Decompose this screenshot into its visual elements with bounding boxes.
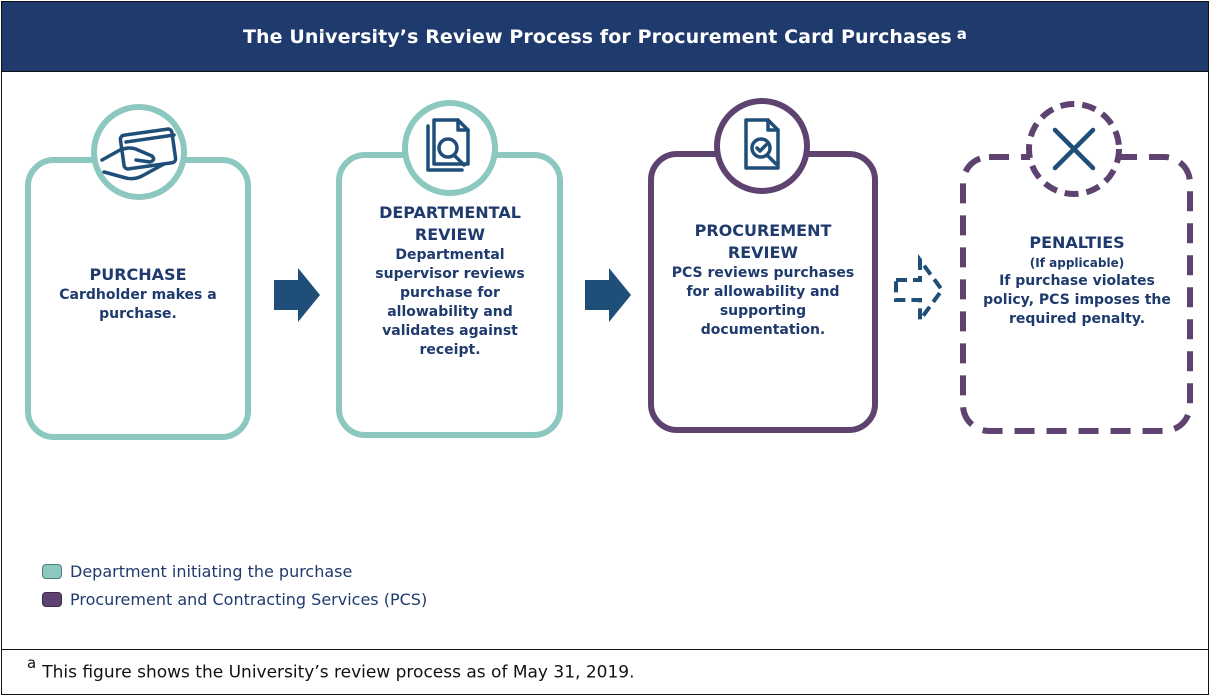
- penalties-step-title: PENALTIES: [1029, 233, 1125, 252]
- card-hand-icon: [100, 127, 178, 181]
- figure-title: The University’s Review Process for Proc…: [2, 2, 1208, 72]
- x-icon: [1052, 127, 1096, 171]
- penalties-step-subtitle: (If applicable): [1029, 256, 1125, 270]
- departmental-review-step-title: DEPARTMENTAL REVIEW: [379, 203, 521, 244]
- arrow-procurement-to-penalties: [894, 253, 945, 327]
- footnote-mark: a: [27, 654, 37, 672]
- procurement-review-icon-circle: [714, 98, 810, 194]
- footnote: a This figure shows the University’s revi…: [27, 654, 635, 683]
- document-magnifier-icon: [426, 118, 470, 172]
- footnote-text: This figure shows the University’s revie…: [42, 662, 635, 683]
- departmental-review-step-text: DEPARTMENTAL REVIEW Departmental supervi…: [354, 202, 546, 360]
- document-check-icon: [744, 118, 780, 170]
- figure-title-footnote-mark: a: [956, 24, 968, 43]
- departmental-review-step-body: Departmental supervisor reviews purchase…: [375, 247, 525, 358]
- figure-title-text: The University’s Review Process for Proc…: [242, 25, 952, 48]
- arrow-departmental-to-procurement: [585, 268, 631, 322]
- legend-label-pcs: Procurement and Contracting Services (PC…: [70, 590, 428, 609]
- legend-label-department: Department initiating the purchase: [70, 562, 353, 581]
- purchase-step-text: PURCHASE Cardholder makes a purchase.: [42, 264, 234, 324]
- penalties-step-body: If purchase violates policy, PCS imposes…: [983, 273, 1171, 327]
- footnote-divider: [2, 649, 1208, 650]
- legend-swatch-purple: [42, 592, 62, 607]
- departmental-review-icon-circle: [402, 100, 498, 196]
- arrow-purchase-to-departmental: [274, 268, 320, 322]
- purchase-step-body: Cardholder makes a purchase.: [59, 287, 217, 322]
- penalties-box: [960, 154, 1193, 434]
- penalties-step-text: PENALTIES (If applicable) If purchase vi…: [977, 232, 1177, 329]
- procurement-review-step-text: PROCUREMENT REVIEW PCS reviews purchases…: [664, 220, 862, 340]
- legend-item-department: Department initiating the purchase: [42, 562, 352, 581]
- procurement-review-step-body: PCS reviews purchases for allowability a…: [671, 265, 855, 338]
- legend-swatch-teal: [42, 564, 62, 579]
- process-diagram: [25, 98, 1193, 440]
- procurement-review-step-title: PROCUREMENT REVIEW: [694, 221, 832, 262]
- purchase-step-title: PURCHASE: [89, 265, 187, 284]
- legend-item-pcs: Procurement and Contracting Services (PC…: [42, 590, 427, 609]
